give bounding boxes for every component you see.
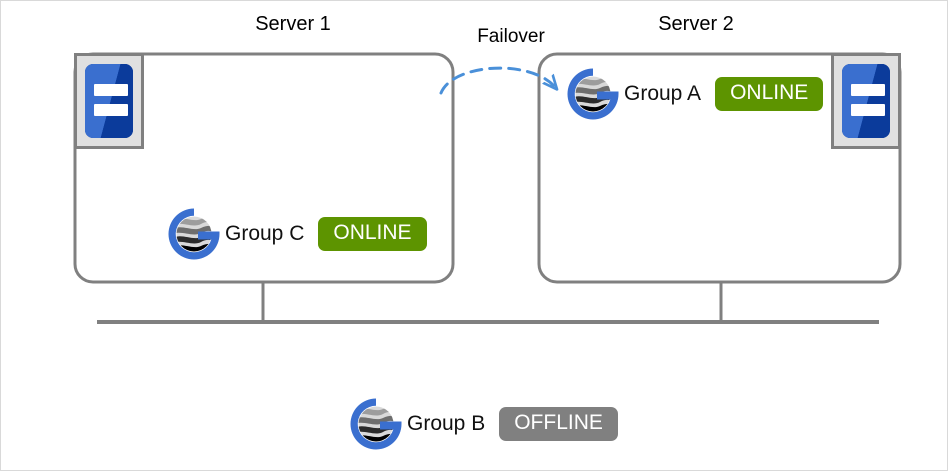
group-a-label: Group A <box>624 82 702 105</box>
server1-hardware-icon <box>74 53 144 149</box>
server2-title: Server 2 <box>658 13 734 35</box>
server2-chip-bar-top <box>851 84 885 96</box>
server2-chip <box>842 64 890 138</box>
group-b-row: Group B OFFLINE <box>349 397 618 451</box>
failover-label: Failover <box>477 26 545 47</box>
server1-chip-bar-bottom <box>94 104 128 116</box>
group-a-status-badge: ONLINE <box>715 76 824 112</box>
group-a-row: Group A ONLINE <box>566 67 824 121</box>
server1-chip <box>85 64 133 138</box>
failover-arrow <box>439 66 555 95</box>
group-c-label: Group C <box>225 222 305 245</box>
server1-title: Server 1 <box>255 13 331 35</box>
server2-chip-bar-bottom <box>851 104 885 116</box>
server2-hardware-icon <box>831 53 901 149</box>
group-c-row: Group C ONLINE <box>167 207 427 261</box>
group-b-label: Group B <box>407 412 486 435</box>
server1-chip-bar-top <box>94 84 128 96</box>
group-c-logo-slot <box>167 207 221 261</box>
group-a-logo-slot <box>566 67 620 121</box>
group-b-logo-slot <box>349 397 403 451</box>
group-c-status-badge: ONLINE <box>318 216 427 252</box>
group-b-status-badge: OFFLINE <box>499 406 618 442</box>
